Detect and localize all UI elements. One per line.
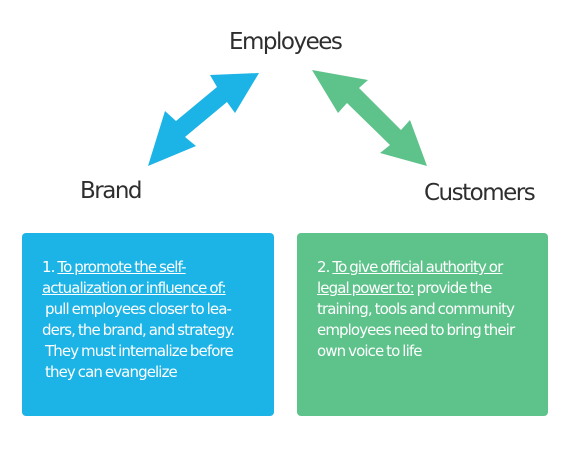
brand-employees-arrow xyxy=(148,73,259,166)
brand-card-body-line: they can evangelize xyxy=(45,363,178,381)
employees-label: Employees xyxy=(229,29,343,55)
brand-card: 1. To promote the self- actualization or… xyxy=(22,233,274,416)
brand-card-heading-part-1: To promote the self- xyxy=(57,258,186,276)
customers-card: 2. To give official authority or legal p… xyxy=(297,233,548,416)
brand-label: Brand xyxy=(80,178,143,204)
brand-card-body-line: pull employees closer to lea- xyxy=(45,300,232,318)
brand-card-number: 1. xyxy=(42,258,55,276)
customers-card-heading-part-1: To give official authority or xyxy=(332,258,503,276)
customers-card-body-line: training, tools and community xyxy=(317,300,515,318)
customers-card-body-line: employees need to bring their xyxy=(317,321,515,339)
customers-card-body-line: own voice to life xyxy=(317,342,422,360)
brand-card-body-line: ders, the brand, and strategy. xyxy=(42,321,235,339)
brand-card-heading-line-2: actualization or influence of: xyxy=(42,278,264,299)
employees-customers-arrow xyxy=(312,70,427,166)
customers-card-number: 2. xyxy=(317,258,330,276)
brand-card-body-line: They must internalize before xyxy=(45,342,234,360)
customers-card-heading-line-1: 2. To give official authority or xyxy=(317,257,538,278)
customers-label: Customers xyxy=(424,180,536,206)
brand-card-heading-part-2: actualization or influence of: xyxy=(42,279,227,297)
customers-card-heading-tail: provide the xyxy=(413,279,493,297)
customers-card-heading-part-2: legal power to: xyxy=(317,279,415,297)
brand-card-heading-line-1: 1. To promote the self- xyxy=(42,257,264,278)
customers-card-heading-line-2: legal power to: provide the xyxy=(317,278,538,299)
